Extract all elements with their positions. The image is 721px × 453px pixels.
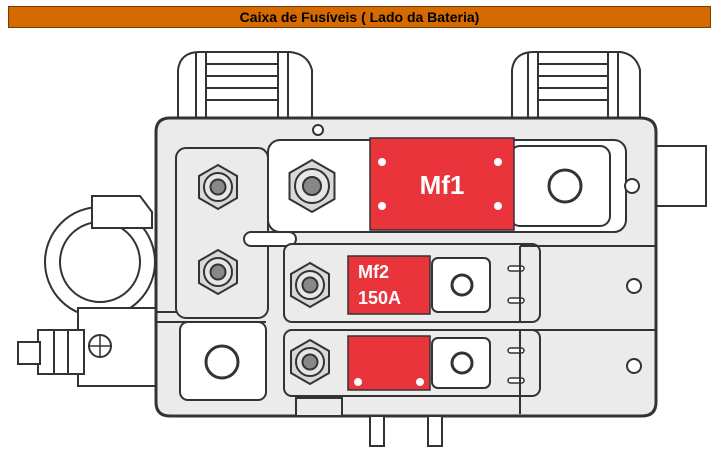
page-title: Caixa de Fusíveis ( Lado da Bateria)	[239, 9, 480, 25]
fuse-mf2	[347, 255, 431, 315]
fuse-mf1-label: Mf1	[420, 170, 465, 200]
battery-terminal-clamp	[17, 195, 159, 387]
fuse-mf2-label-line2: 150A	[358, 288, 401, 308]
bottom-connector-pins	[295, 397, 443, 447]
fuse-mf2-label-line1: Mf2	[358, 262, 389, 282]
fuse-mf3	[347, 335, 431, 391]
left-mounting-bracket	[177, 51, 313, 118]
title-bar: Caixa de Fusíveis ( Lado da Bateria)	[8, 6, 711, 28]
terminal-nut-upper-left	[198, 164, 238, 210]
mf2-terminal-nut	[290, 262, 330, 308]
fuse-mf1	[369, 137, 515, 231]
mf3-terminal-nut	[290, 339, 330, 385]
right-mounting-bracket	[511, 51, 641, 118]
terminal-nut-lower-left	[198, 249, 238, 295]
